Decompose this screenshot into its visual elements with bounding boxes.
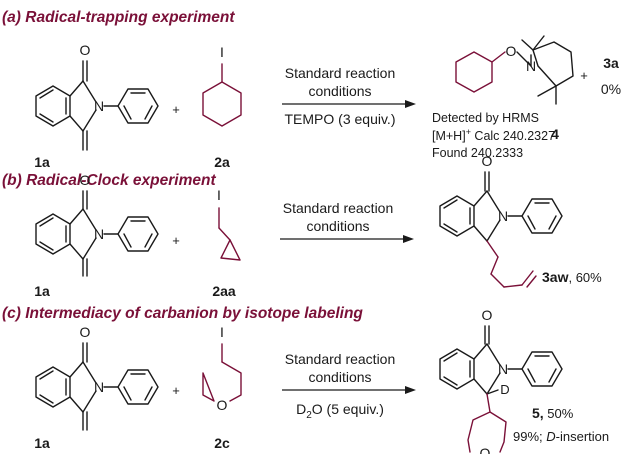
conditions-line2: conditions xyxy=(306,218,369,234)
atom-i: I xyxy=(220,44,224,60)
structure-2aa xyxy=(218,207,241,261)
structure-3aw xyxy=(439,171,563,242)
atom-n: N xyxy=(498,361,508,377)
structure-4 xyxy=(455,35,574,105)
yield-3a: 0% xyxy=(601,81,621,97)
conditions-line1: Standard reaction xyxy=(285,351,396,367)
reaction-arrow-c xyxy=(282,386,416,394)
label-1a: 1a xyxy=(34,154,50,170)
atom-o: O xyxy=(482,307,493,323)
pentenyl-chain xyxy=(486,240,537,288)
plus-sign: + xyxy=(172,233,180,248)
atom-d: D xyxy=(500,382,509,397)
atom-o: O xyxy=(506,43,517,59)
atom-o: O xyxy=(80,172,91,188)
product-3aw-yield: 3aw, 60% xyxy=(542,269,602,285)
plus-sign: + xyxy=(172,102,180,117)
atom-o: O xyxy=(217,397,228,413)
atom-o: O xyxy=(480,445,491,454)
additive-d2o: D2O (5 equiv.) xyxy=(296,401,384,421)
atom-i: I xyxy=(220,324,224,340)
header-radical-trapping: (a) Radical-trapping experiment xyxy=(2,9,235,26)
structure-1a xyxy=(35,190,159,277)
plus-sign: + xyxy=(172,383,180,398)
label-1a: 1a xyxy=(34,435,50,451)
label-2c: 2c xyxy=(214,435,230,451)
atom-n: N xyxy=(94,226,104,242)
header-isotope-labeling: (c) Intermediacy of carbanion by isotope… xyxy=(2,305,363,322)
reaction-arrow-a xyxy=(282,100,416,108)
atom-i: I xyxy=(217,187,221,203)
header-radical-clock: (b) Radical-Clock experiment xyxy=(2,172,216,189)
structure-1a xyxy=(35,60,159,151)
plus-sign: + xyxy=(580,68,588,83)
conditions-line1: Standard reaction xyxy=(285,65,396,81)
label-1a: 1a xyxy=(34,283,50,299)
atom-o: O xyxy=(482,153,493,169)
structure-5 xyxy=(439,325,563,395)
d-insertion-ratio: 99%; D-insertion xyxy=(513,429,609,444)
atom-n: N xyxy=(498,208,508,224)
structure-2c xyxy=(202,343,242,402)
atom-n: N xyxy=(526,58,536,74)
reaction-arrow-b xyxy=(280,235,414,243)
label-3a: 3a xyxy=(603,55,619,71)
atom-o: O xyxy=(80,42,91,58)
additive-tempo: TEMPO (3 equiv.) xyxy=(285,111,396,127)
structure-1a xyxy=(35,342,159,431)
product-5-yield: 5, 50% xyxy=(532,405,574,421)
atom-n: N xyxy=(94,98,104,114)
structure-2a xyxy=(202,63,242,127)
atom-o: O xyxy=(80,324,91,340)
hrms-found: Found 240.2333 xyxy=(432,146,523,160)
hrms-detected: Detected by HRMS xyxy=(432,111,539,125)
label-2a: 2a xyxy=(214,154,230,170)
conditions-line2: conditions xyxy=(308,369,371,385)
label-4: 4 xyxy=(551,126,559,142)
atom-n: N xyxy=(94,379,104,395)
hrms-calc: [M+H]+ Calc 240.2327 xyxy=(432,127,555,143)
conditions-line2: conditions xyxy=(308,83,371,99)
conditions-line1: Standard reaction xyxy=(283,200,394,216)
label-2aa: 2aa xyxy=(212,283,236,299)
tetrahydropyranyl-arm xyxy=(467,393,507,453)
